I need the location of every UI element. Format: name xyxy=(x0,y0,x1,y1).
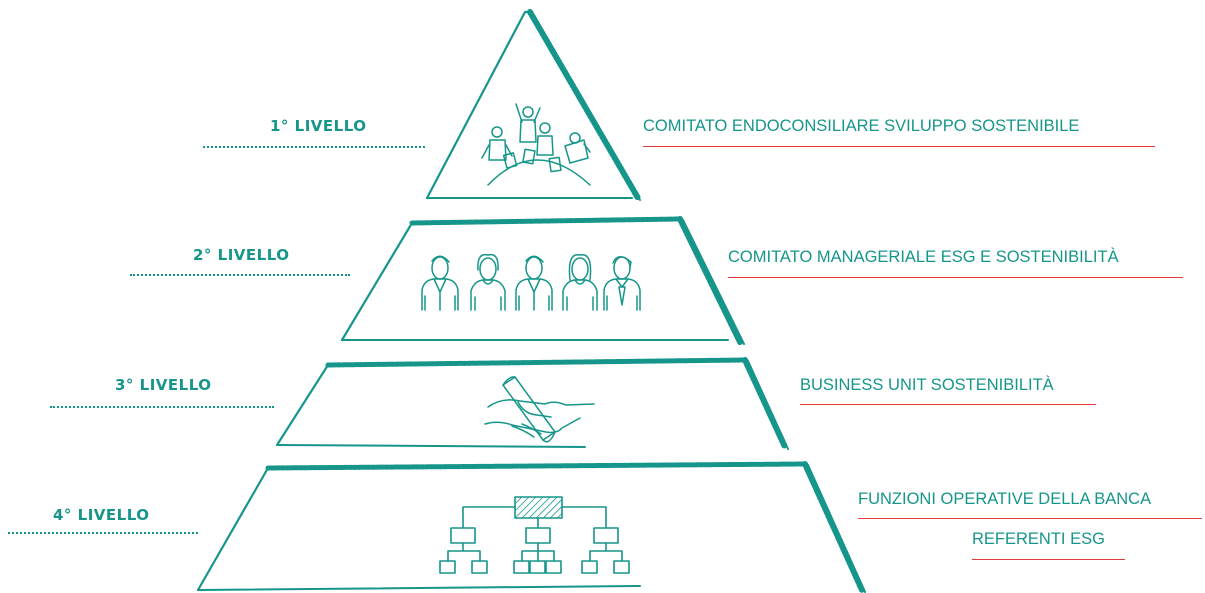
level-1-underline xyxy=(643,146,1155,147)
org-chart-icon xyxy=(439,496,630,574)
managers-group-icon xyxy=(421,253,641,311)
level-2-description: COMITATO MANAGERIALE ESG E SOSTENIBILITÀ xyxy=(728,248,1119,266)
level-4-label: 4° LIVELLO xyxy=(53,506,150,524)
level-3-underline xyxy=(800,404,1096,405)
level-3-description: BUSINESS UNIT SOSTENIBILITÀ xyxy=(800,376,1054,394)
level-4-description-1: FUNZIONI OPERATIVE DELLA BANCA xyxy=(858,490,1152,508)
pyramid-tier-4 xyxy=(196,461,866,593)
level-4-underline-1 xyxy=(858,518,1202,519)
pyramid-tier-1 xyxy=(425,9,641,201)
pyramid-tier-3 xyxy=(275,357,789,450)
handshake-icon xyxy=(484,376,595,443)
council-meeting-icon xyxy=(481,103,591,186)
level-3-label: 3° LIVELLO xyxy=(115,376,212,394)
level-4-underline-2 xyxy=(972,559,1125,560)
level-2-label: 2° LIVELLO xyxy=(193,246,290,264)
level-1-label: 1° LIVELLO xyxy=(270,117,367,135)
level-1-description: COMITATO ENDOCONSILIARE SVILUPPO SOSTENI… xyxy=(643,117,1080,135)
level-1-dotted-leader xyxy=(203,146,425,148)
level-4-dotted-leader xyxy=(8,532,198,534)
level-4-description-2: REFERENTI ESG xyxy=(972,530,1105,548)
pyramid-tier-2 xyxy=(340,216,745,345)
level-2-underline xyxy=(728,277,1183,278)
level-3-dotted-leader xyxy=(50,406,274,408)
level-2-dotted-leader xyxy=(130,274,350,276)
